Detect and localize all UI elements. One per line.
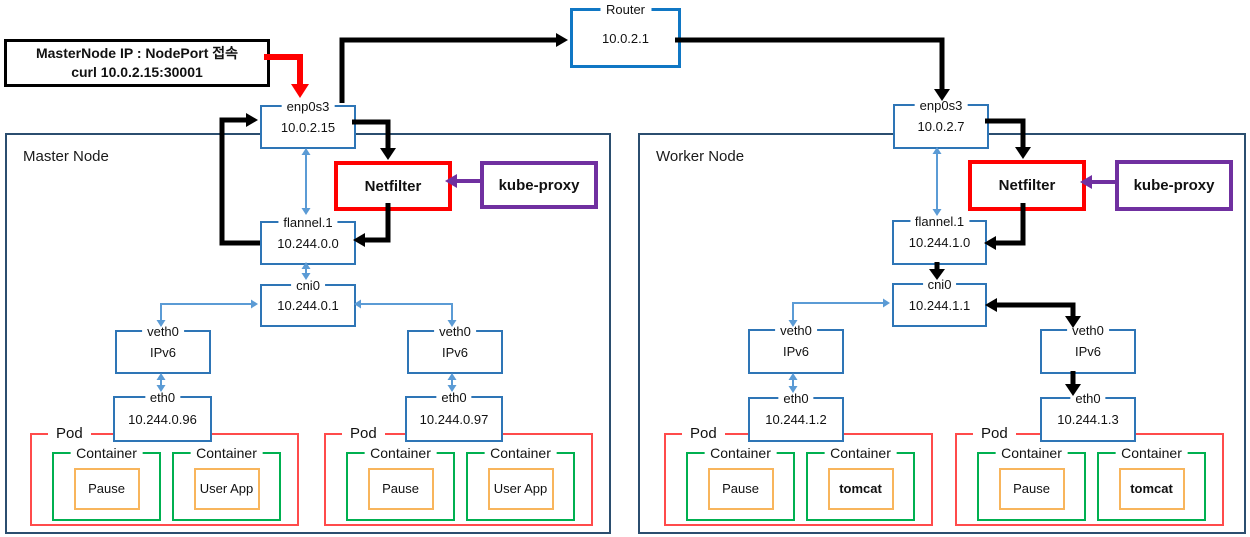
interface-ip: IPv6	[149, 344, 176, 360]
app-box-tomcat: tomcat	[1118, 468, 1185, 510]
interface-label: enp0s3	[914, 97, 968, 114]
interface-label: veth0	[775, 322, 817, 339]
master-cni0-box: cni0 10.244.0.1	[260, 277, 356, 327]
kube-proxy-label: kube-proxy	[1133, 177, 1215, 194]
worker-veth0-left-box: veth0 IPv6	[748, 322, 844, 374]
pod-label: Pod	[682, 424, 725, 443]
container-label: Container	[995, 445, 1068, 462]
app-box-pause: Pause	[998, 468, 1065, 510]
interface-label: flannel.1	[909, 213, 970, 230]
callout-line2: curl 10.0.2.15:30001	[71, 64, 203, 80]
pod-label: Pod	[48, 424, 91, 443]
interface-label: flannel.1	[278, 214, 338, 231]
app-box-user-app: User App	[487, 468, 554, 510]
master-pod2-container-2: Container User App	[466, 445, 575, 521]
master-netfilter-box: Netfilter	[334, 161, 452, 211]
interface-ip: IPv6	[441, 344, 468, 360]
app-box-pause: Pause	[707, 468, 774, 510]
master-pod2-container-1: Container Pause	[346, 445, 455, 521]
master-veth0-left-box: veth0 IPv6	[115, 323, 211, 374]
interface-ip: 10.244.1.3	[1057, 412, 1119, 427]
master-eth0-left-box: eth0 10.244.0.96	[113, 389, 212, 442]
worker-pod2-container-2: Container tomcat	[1097, 445, 1206, 521]
worker-node-title: Worker Node	[656, 148, 745, 165]
pod-label: Pod	[973, 424, 1016, 443]
interface-ip: IPv6	[782, 344, 809, 359]
master-pod1-container-1: Container Pause	[52, 445, 161, 521]
worker-pod2-container-1: Container Pause	[977, 445, 1086, 521]
interface-label: veth0	[434, 323, 476, 340]
callout-line1: MasterNode IP : NodePort 접속	[35, 45, 239, 62]
worker-pod1-container-1: Container Pause	[686, 445, 795, 521]
container-label: Container	[484, 445, 557, 462]
app-box-pause: Pause	[73, 468, 140, 510]
worker-veth0-right-box: veth0 IPv6	[1040, 322, 1136, 374]
interface-ip: 10.244.1.1	[908, 297, 971, 313]
worker-enp0s3-box: enp0s3 10.0.2.7	[893, 97, 989, 149]
app-box-tomcat: tomcat	[827, 468, 894, 510]
interface-ip: 10.0.2.15	[280, 119, 336, 135]
interface-label: cni0	[291, 277, 325, 294]
app-box-pause: Pause	[367, 468, 434, 510]
interface-ip: 10.244.0.0	[277, 235, 339, 251]
netfilter-label: Netfilter	[364, 177, 422, 195]
interface-label: veth0	[1067, 322, 1109, 339]
interface-ip: 10.244.0.97	[419, 411, 489, 427]
master-pod-2: Pod Container Pause Container User App	[324, 424, 593, 526]
container-label: Container	[190, 445, 263, 462]
interface-ip: 10.244.0.96	[128, 411, 197, 427]
master-eth0-right-box: eth0 10.244.0.97	[405, 389, 503, 442]
router-box: Router 10.0.2.1	[570, 1, 681, 68]
container-label: Container	[70, 445, 143, 462]
worker-eth0-right-box: eth0 10.244.1.3	[1040, 390, 1136, 442]
interface-ip: 10.244.1.2	[765, 412, 827, 427]
interface-label: cni0	[922, 276, 957, 293]
app-box-user-app: User App	[193, 468, 260, 510]
interface-label: eth0	[436, 389, 472, 406]
router-ip: 10.0.2.1	[602, 30, 649, 46]
container-label: Container	[1115, 445, 1188, 462]
kube-proxy-label: kube-proxy	[498, 176, 580, 194]
master-node-title: Master Node	[23, 148, 109, 165]
master-pod-1: Pod Container Pause Container User App	[30, 424, 299, 526]
interface-label: eth0	[144, 389, 181, 406]
netfilter-label: Netfilter	[998, 177, 1056, 194]
worker-kube-proxy-box: kube-proxy	[1115, 160, 1233, 211]
worker-pod1-container-2: Container tomcat	[806, 445, 915, 521]
interface-ip: IPv6	[1074, 344, 1101, 359]
master-kube-proxy-box: kube-proxy	[480, 161, 598, 209]
worker-netfilter-box: Netfilter	[968, 160, 1086, 211]
interface-ip: 10.244.1.0	[908, 235, 971, 250]
worker-pod-1: Pod Container Pause Container tomcat	[664, 424, 933, 526]
nodeport-access-callout: MasterNode IP : NodePort 접속 curl 10.0.2.…	[4, 39, 270, 87]
interface-label: eth0	[1070, 390, 1106, 407]
container-label: Container	[704, 445, 777, 462]
interface-label: eth0	[778, 390, 814, 407]
interface-label: enp0s3	[281, 98, 335, 115]
worker-eth0-left-box: eth0 10.244.1.2	[748, 390, 844, 442]
worker-pod-2: Pod Container Pause Container tomcat	[955, 424, 1224, 526]
router-label: Router	[599, 1, 652, 19]
master-veth0-right-box: veth0 IPv6	[407, 323, 503, 374]
pod-label: Pod	[342, 424, 385, 443]
interface-ip: 10.0.2.7	[917, 119, 965, 134]
master-pod1-container-2: Container User App	[172, 445, 281, 521]
worker-flannel-box: flannel.1 10.244.1.0	[892, 213, 987, 265]
interface-ip: 10.244.0.1	[277, 298, 339, 313]
interface-label: veth0	[142, 323, 184, 340]
master-enp0s3-box: enp0s3 10.0.2.15	[260, 98, 356, 149]
container-label: Container	[824, 445, 897, 462]
master-flannel-box: flannel.1 10.244.0.0	[260, 214, 356, 265]
container-label: Container	[364, 445, 437, 462]
worker-cni0-box: cni0 10.244.1.1	[892, 276, 987, 327]
